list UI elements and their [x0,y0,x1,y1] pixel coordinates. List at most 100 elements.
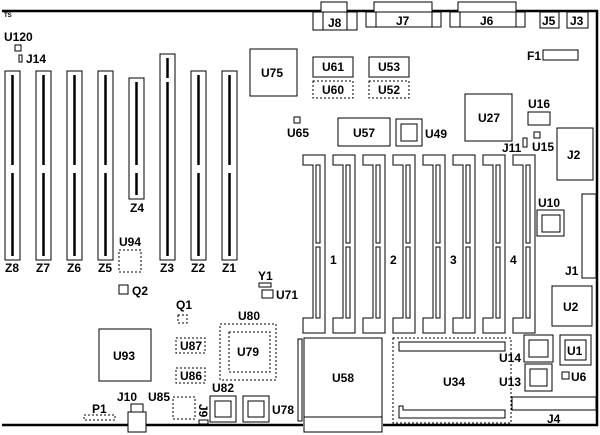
socket-u79 [228,331,271,373]
label-f1: F1 [527,49,541,63]
simm-contact-strip [375,246,381,319]
svg-text:J6: J6 [480,14,494,28]
svg-text:Z8: Z8 [5,261,19,275]
label-u85: U85 [148,390,170,404]
simm-contact-strip [345,164,351,244]
connector-j10 [127,411,147,433]
label-u14: U14 [499,351,521,365]
simm-contact-strip [525,246,531,319]
jumper-j11 [522,137,528,148]
bank-label-4: 4 [510,253,517,267]
isa-slot-z3: Z3 [159,53,176,275]
label-u2: U2 [563,300,579,314]
label-u86: U86 [180,369,202,383]
chip-u2 [551,285,593,327]
chip-u10-inner [541,214,561,233]
connector-j9 [198,419,209,425]
label-u53: U53 [378,60,400,74]
label-u16: U16 [528,97,550,111]
simm-contact-strip [315,164,321,244]
label-u61: U61 [322,60,344,74]
label-u71: U71 [276,288,298,302]
label-y1: Y1 [258,269,273,283]
label-j1: J1 [565,264,579,278]
simm-socket [332,154,356,334]
socket-u94 [118,249,142,273]
chip-u71 [261,289,274,299]
svg-text:Z6: Z6 [67,261,81,275]
label-u52: U52 [378,83,400,97]
simm-contact-strip [345,246,351,319]
label-u34: U34 [443,375,465,389]
connector-j8: J8 [312,1,358,31]
isa-slot-z7: Z7 [35,70,52,275]
simm-contact-strip [495,246,501,319]
label-u93: U93 [113,349,135,363]
socket-u80 [219,323,277,381]
chip-u27 [464,93,513,142]
label-u60: U60 [322,83,344,97]
label-u120: U120 [4,30,33,44]
memory-slots [302,154,536,334]
u34-slot-top [398,341,506,352]
svg-text:J3: J3 [570,14,584,28]
simm-contact-strip [315,246,321,319]
chip-u53 [368,56,410,78]
crystal-y1 [258,282,272,288]
corner-mark: TS [4,13,12,19]
label-u27: U27 [478,111,500,125]
chip-u82-inner [214,400,232,418]
chip-u6 [561,371,570,380]
chip-u75 [249,48,298,97]
connector-j10-top [130,403,144,413]
simm-contact-strip [405,164,411,244]
simm-socket [392,154,416,334]
simm-socket [422,154,446,334]
label-j14: J14 [26,52,46,66]
simm-contact-strip [405,246,411,319]
simm-socket [362,154,386,334]
label-u49: U49 [425,127,447,141]
chip-u1-inner [564,339,587,361]
socket-q1 [177,314,188,324]
u34-slot-bottom [398,405,506,419]
u58-side-strip [297,338,303,422]
label-j4: J4 [547,412,561,426]
chip-u58 [303,337,383,418]
connector-p1 [83,414,116,421]
connector-j5: J5 [539,11,560,29]
simm-socket [482,154,506,334]
chip-u65 [293,116,301,124]
socket-u87 [175,337,206,354]
label-u80: U80 [238,309,260,323]
connector-j1 [581,193,597,279]
chip-u15 [533,131,541,139]
label-u65: U65 [287,126,309,140]
chip-u58-heatsink [303,416,383,433]
svg-text:J5: J5 [542,14,556,28]
label-q2: Q2 [132,284,148,298]
isa-slot-z4: Z4 [128,77,145,215]
simm-socket [302,154,326,334]
connector-j14 [18,54,23,63]
label-j10: J10 [117,390,137,404]
simm-socket [452,154,476,334]
chip-u14-inner [528,339,549,358]
simm-contact-strip [465,246,471,319]
chip-u93 [98,328,152,382]
bank-label-2: 2 [390,253,397,267]
chip-u120 [14,44,22,52]
svg-text:Z7: Z7 [36,261,50,275]
chip-u78-inner [247,400,265,418]
label-q1: Q1 [176,298,192,312]
simm-contact-strip [495,164,501,244]
isa-slot-z1: Z1 [221,70,238,275]
chip-u57 [337,117,391,147]
label-u6: U6 [571,370,587,384]
simm-contact-strip [435,246,441,319]
connector-j2 [556,127,594,181]
svg-text:J7: J7 [396,14,410,28]
svg-text:Z1: Z1 [222,261,236,275]
socket-u52 [368,80,410,99]
